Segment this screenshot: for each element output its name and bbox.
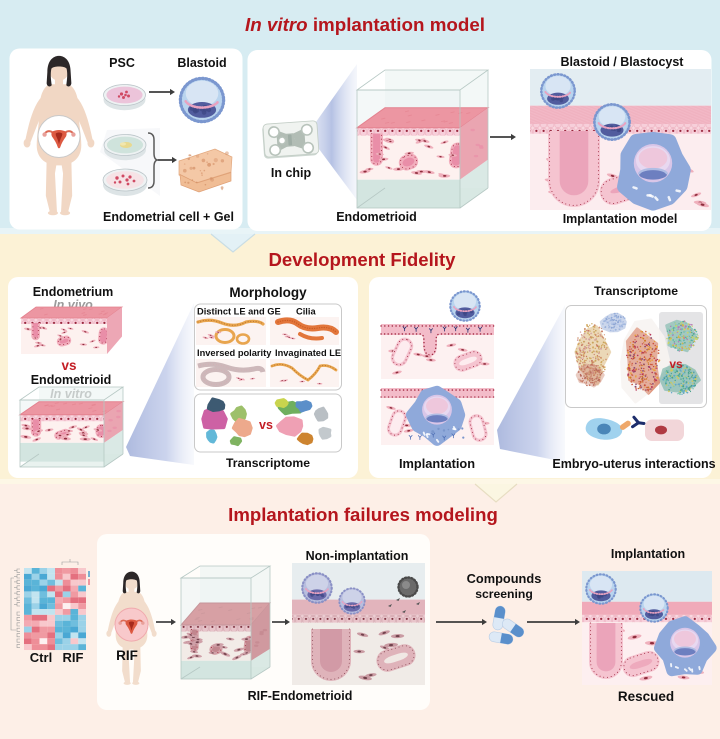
- svg-text:Embryo-uterus interactions: Embryo-uterus interactions: [552, 457, 715, 471]
- svg-text:Rescued: Rescued: [618, 689, 674, 704]
- svg-text:vs: vs: [669, 357, 683, 371]
- svg-text:RIF-Endometrioid: RIF-Endometrioid: [248, 689, 353, 703]
- svg-text:vs: vs: [61, 358, 76, 373]
- svg-text:Endometrioid: Endometrioid: [336, 210, 417, 224]
- svg-text:Implantation: Implantation: [611, 547, 685, 561]
- svg-text:Blastoid / Blastocyst: Blastoid / Blastocyst: [561, 55, 685, 69]
- svg-text:Transcriptome: Transcriptome: [226, 456, 310, 470]
- svg-text:In vitro implantation model: In vitro implantation model: [245, 14, 485, 35]
- svg-text:vs: vs: [259, 418, 273, 432]
- svg-text:Morphology: Morphology: [229, 285, 307, 300]
- svg-text:Implantation model: Implantation model: [563, 212, 678, 226]
- svg-text:Compounds: Compounds: [467, 571, 542, 586]
- svg-text:RIF: RIF: [116, 648, 138, 663]
- svg-text:Blastoid: Blastoid: [177, 56, 226, 70]
- svg-text:Development Fidelity: Development Fidelity: [268, 249, 456, 270]
- svg-text:Endometrioid: Endometrioid: [31, 373, 112, 387]
- svg-text:Transcriptome: Transcriptome: [594, 284, 678, 298]
- svg-text:RIF: RIF: [63, 650, 84, 665]
- svg-text:In chip: In chip: [271, 166, 312, 180]
- svg-text:Distinct LE and GE: Distinct LE and GE: [197, 307, 281, 317]
- svg-text:Implantation failures modeling: Implantation failures modeling: [228, 504, 498, 525]
- svg-text:Implantation: Implantation: [399, 456, 475, 471]
- svg-text:Cilia: Cilia: [296, 307, 316, 317]
- svg-text:Invaginated LE: Invaginated LE: [275, 348, 341, 358]
- svg-text:Non-implantation: Non-implantation: [306, 549, 409, 563]
- svg-text:Inversed polarity: Inversed polarity: [197, 348, 272, 358]
- svg-text:Ctrl: Ctrl: [30, 650, 52, 665]
- svg-text:Endometrial cell + Gel: Endometrial cell + Gel: [103, 210, 234, 224]
- svg-text:Endometrium: Endometrium: [33, 285, 114, 299]
- svg-text:PSC: PSC: [109, 56, 135, 70]
- svg-text:screening: screening: [475, 587, 533, 601]
